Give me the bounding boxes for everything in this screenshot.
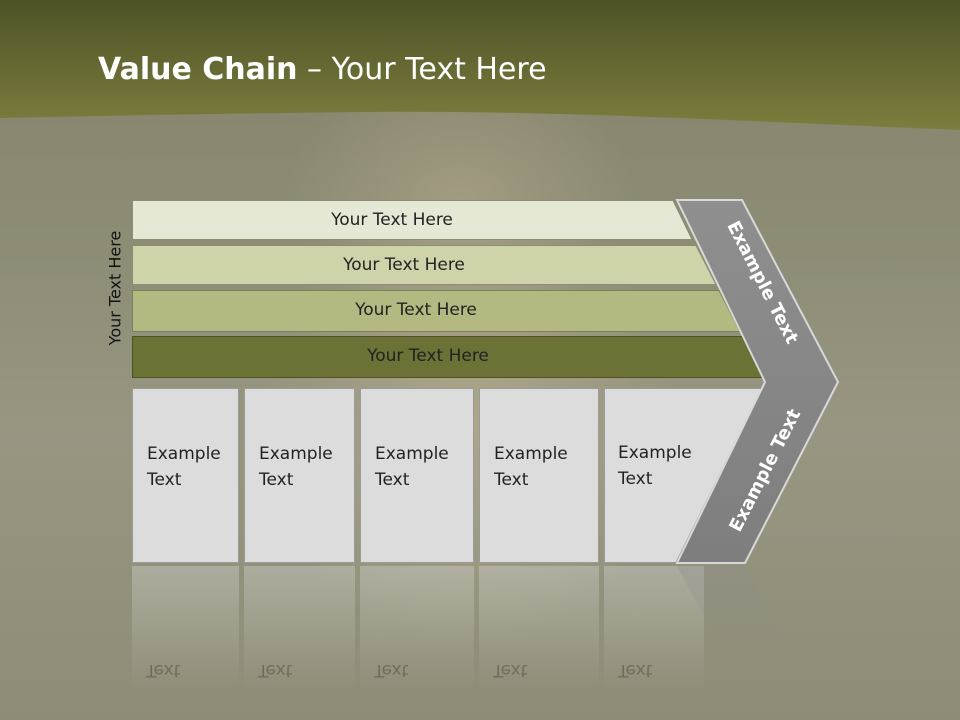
bar-4-shape	[132, 336, 764, 378]
column-1-line1: Example	[147, 444, 221, 464]
column-5-reflection: Text	[604, 566, 704, 691]
bar-3-label: Your Text Here	[355, 300, 477, 320]
column-4-reflection: Text	[479, 566, 599, 691]
column-1-reflection-text: Text	[146, 660, 181, 680]
bar-4-label: Your Text Here	[367, 346, 489, 366]
column-3-line2: Text	[375, 470, 410, 490]
bar-3-shape	[132, 290, 740, 332]
column-4-line1: Example	[494, 444, 568, 464]
column-2-line2: Text	[259, 470, 294, 490]
column-1-reflection: Text	[132, 566, 239, 691]
column-4-reflection-text: Text	[493, 660, 528, 680]
bar-1[interactable]: Your Text Here	[132, 200, 692, 240]
header-band	[0, 0, 960, 130]
column-3-reflection-text: Text	[374, 660, 409, 680]
page-title: Value Chain – Your Text Here	[98, 52, 547, 87]
bar-3[interactable]: Your Text Here	[132, 290, 740, 332]
bar-1-shape	[132, 200, 692, 240]
title-bold: Value Chain	[98, 52, 298, 87]
side-label: Your Text Here	[105, 230, 125, 346]
column-2-line1: Example	[259, 444, 333, 464]
column-5-reflection-text: Text	[618, 660, 653, 680]
chevron-arrow[interactable]	[670, 196, 850, 696]
column-1-line2: Text	[147, 470, 182, 490]
column-3-line1: Example	[375, 444, 449, 464]
column-5-line2: Text	[618, 469, 653, 489]
bar-1-label: Your Text Here	[331, 210, 453, 230]
column-3-reflection: Text	[360, 566, 474, 691]
column-2-reflection: Text	[244, 566, 355, 691]
column-2-reflection-text: Text	[258, 660, 293, 680]
column-5-line1: Example	[618, 443, 692, 463]
bar-2-shape	[132, 245, 716, 285]
bar-2-label: Your Text Here	[343, 255, 465, 275]
column-4-line2: Text	[494, 470, 529, 490]
bar-2[interactable]: Your Text Here	[132, 245, 716, 285]
bar-4[interactable]: Your Text Here	[132, 336, 764, 378]
title-rest: – Your Text Here	[297, 52, 547, 87]
column-5-shape[interactable]	[604, 388, 764, 564]
